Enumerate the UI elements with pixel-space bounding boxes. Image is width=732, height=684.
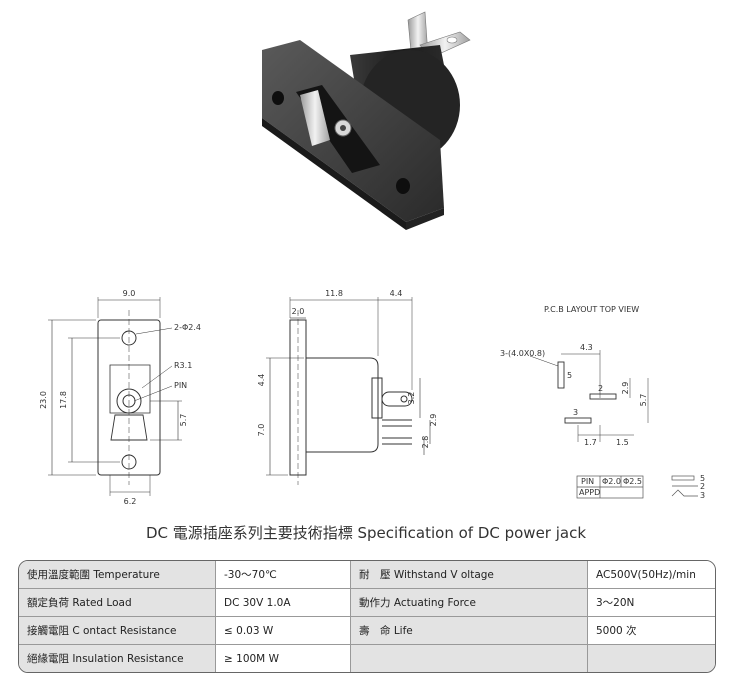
dim-height-upper: 4.4 [257, 374, 266, 387]
pcb-d15: 1.5 [616, 438, 629, 447]
pcb-d5: 5 [567, 371, 572, 380]
pcb-d17: 1.7 [584, 438, 597, 447]
sch-3: 3 [700, 491, 705, 500]
spec-value: 5000 次 [588, 617, 715, 645]
spec-empty-cell [588, 645, 715, 672]
pcb-slot: 3-(4.0X0.8) [500, 349, 545, 358]
product-photo [262, 11, 471, 230]
dim-t1: 3.2 [407, 392, 416, 405]
dim-bottom: 6.2 [124, 497, 137, 506]
dim-length: 11.8 [325, 289, 343, 298]
front-view [48, 297, 182, 496]
schematic-symbol [671, 475, 698, 497]
spec-value: AC500V(50Hz)/min [588, 561, 715, 589]
spec-label: 動作力 Actuating Force [351, 589, 588, 617]
spec-label: 額定負荷 Rated Load [19, 589, 216, 617]
sch-5: 5 [700, 474, 705, 483]
pcb-d29: 2.9 [621, 382, 630, 395]
dim-width: 9.0 [123, 289, 136, 298]
dim-radius: R3.1 [174, 361, 192, 370]
pcb-d2: 2 [598, 384, 603, 393]
spec-label: 壽 命 Life [351, 617, 588, 645]
spec-value: DC 30V 1.0A [216, 589, 351, 617]
table-row: 接觸電阻 C ontact Resistance ≤ 0.03 W 壽 命 Li… [19, 617, 715, 645]
dim-t3: 2.8 [421, 436, 430, 449]
sch-2: 2 [700, 482, 705, 491]
dim-height-lower: 7.0 [257, 424, 266, 437]
technical-drawings: 9.0 23.0 17.8 2-Φ2.4 R3.1 PIN 5.7 6.2 11… [39, 289, 705, 506]
pin-table [576, 475, 644, 499]
pin-appd: APPD [579, 488, 600, 497]
side-view [266, 297, 431, 485]
pcb-d43: 4.3 [580, 343, 593, 352]
spec-label: 使用溫度範圍 Temperature [19, 561, 216, 589]
table-row: 使用溫度範圍 Temperature -30～70℃ 耐 壓 Withstand… [19, 561, 715, 589]
table-row: 額定負荷 Rated Load DC 30V 1.0A 動作力 Actuatin… [19, 589, 715, 617]
spec-label: 接觸電阻 C ontact Resistance [19, 617, 216, 645]
dim-hole: 2-Φ2.4 [174, 323, 201, 332]
dim-offset: 5.7 [179, 414, 188, 427]
spec-label: 絕緣電阻 Insulation Resistance [19, 645, 216, 672]
dim-t2: 2.9 [429, 414, 438, 427]
spec-table: 使用溫度範圍 Temperature -30～70℃ 耐 壓 Withstand… [18, 560, 716, 673]
pcb-title: P.C.B LAYOUT TOP VIEW [544, 305, 639, 314]
spec-label: 耐 壓 Withstand V oltage [351, 561, 588, 589]
dim-terminal: 4.4 [390, 289, 403, 298]
spec-value: -30～70℃ [216, 561, 351, 589]
pcb-d3: 3 [573, 408, 578, 417]
pin-o1: Φ2.0 [602, 477, 621, 486]
dim-pin: PIN [174, 381, 187, 390]
pin-o2: Φ2.5 [623, 477, 642, 486]
pin-label: PIN [581, 477, 594, 486]
pcb-d57: 5.7 [639, 394, 648, 407]
spec-value: ≥ 100M W [216, 645, 351, 672]
spec-empty-cell [351, 645, 588, 672]
pcb-layout [529, 350, 649, 442]
dim-flange: 2.0 [292, 307, 305, 316]
dim-pitch: 17.8 [59, 391, 68, 409]
spec-value: 3～20N [588, 589, 715, 617]
spec-title: DC 電源插座系列主要技術指標 Specification of DC powe… [145, 524, 587, 542]
spec-value: ≤ 0.03 W [216, 617, 351, 645]
dim-height: 23.0 [39, 391, 48, 409]
table-row: 絕緣電阻 Insulation Resistance ≥ 100M W [19, 645, 715, 672]
